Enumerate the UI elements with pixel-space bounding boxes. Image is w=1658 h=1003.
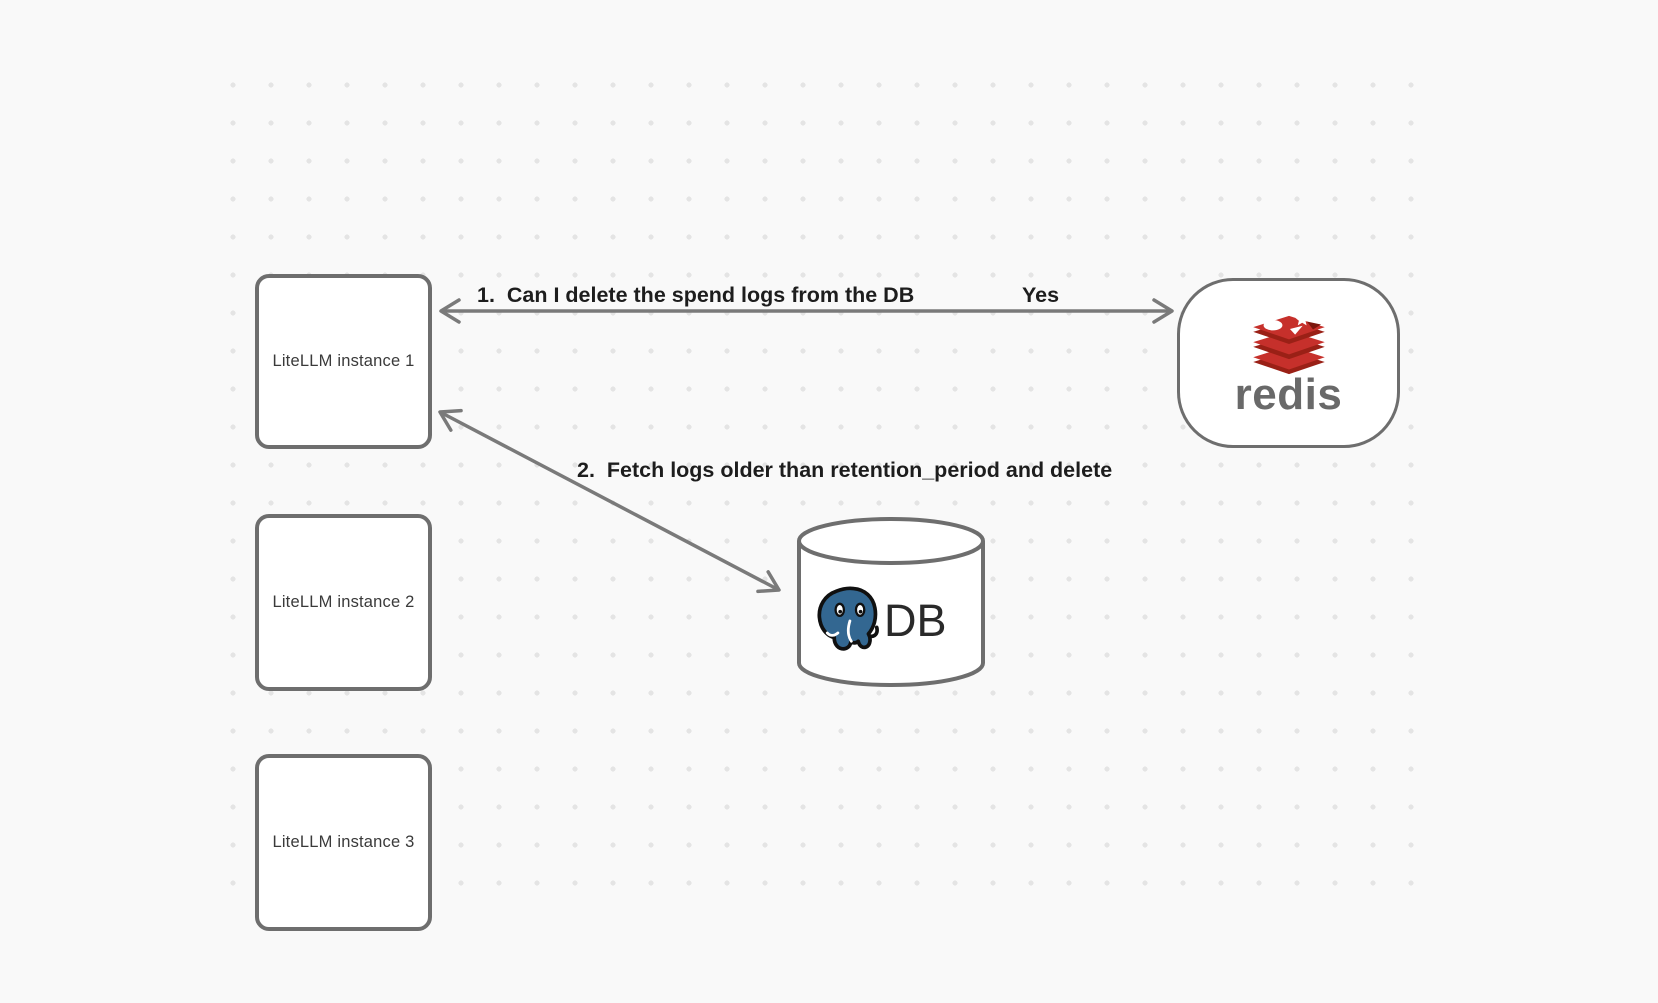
node-label: LiteLLM instance 3 [272, 833, 415, 851]
node-litellm-instance-1[interactable]: LiteLLM instance 1 [255, 274, 432, 449]
redis-logo-icon [1252, 313, 1325, 375]
arrow-2-label[interactable]: 2. Fetch logs older than retention_perio… [577, 458, 1113, 482]
redis-wordmark: redis [1234, 370, 1343, 419]
node-label: LiteLLM instance 2 [272, 593, 415, 611]
node-label: LiteLLM instance 1 [272, 352, 415, 370]
node-litellm-instance-3[interactable]: LiteLLM instance 3 [255, 754, 432, 931]
arrow-1-label[interactable]: 1. Can I delete the spend logs from the … [477, 283, 915, 307]
node-redis[interactable]: redis [1177, 278, 1400, 448]
db-label: DB [884, 595, 947, 646]
arrow-2-fetch-logs[interactable] [438, 408, 781, 594]
postgresql-logo-icon [817, 586, 879, 651]
node-litellm-instance-2[interactable]: LiteLLM instance 2 [255, 514, 432, 691]
arrow-1-response-label[interactable]: Yes [1022, 283, 1060, 307]
